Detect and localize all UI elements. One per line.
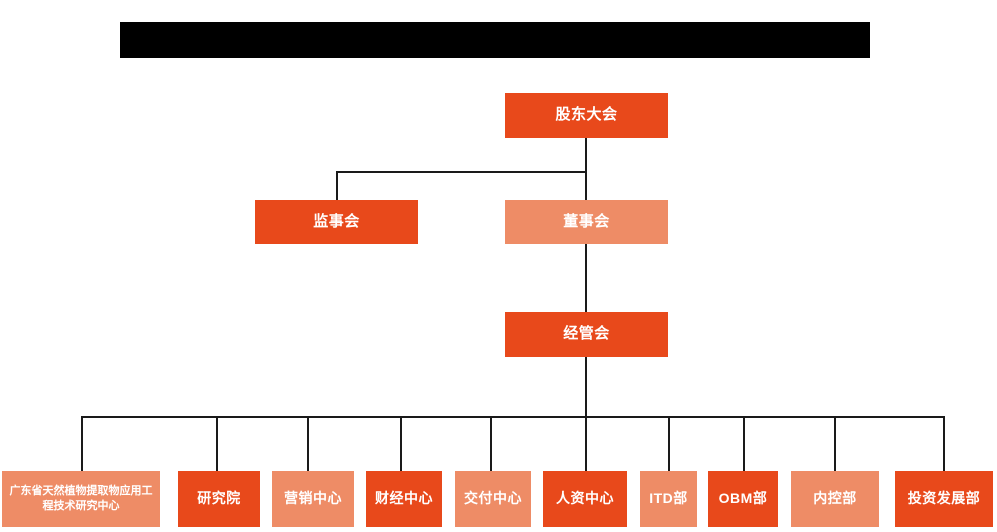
node-research-institute[interactable]: 研究院 — [178, 471, 260, 527]
node-obm-department[interactable]: OBM部 — [708, 471, 778, 527]
node-hr-center[interactable]: 人资中心 — [543, 471, 627, 527]
connector-dept-drop-2 — [216, 416, 218, 471]
node-internal-control-department[interactable]: 内控部 — [791, 471, 879, 527]
redacted-title-bar — [120, 22, 870, 58]
connector-directors-drop — [585, 171, 587, 201]
connector-dept-drop-7 — [668, 416, 670, 471]
connector-dept-drop-9 — [834, 416, 836, 471]
node-investment-development-department[interactable]: 投资发展部 — [895, 471, 993, 527]
connector-departments-bus — [81, 416, 943, 418]
connector-dept-drop-1 — [81, 416, 83, 471]
node-marketing-center[interactable]: 营销中心 — [272, 471, 354, 527]
node-gd-natural-plant-extract-center[interactable]: 广东省天然植物提取物应用工程技术研究中心 — [2, 471, 160, 527]
node-board-of-supervisors[interactable]: 监事会 — [255, 200, 418, 244]
connector-mgmt-stem — [585, 357, 587, 417]
connector-dept-drop-8 — [743, 416, 745, 471]
connector-dept-drop-10 — [943, 416, 945, 471]
node-itd-department[interactable]: ITD部 — [640, 471, 697, 527]
node-finance-center[interactable]: 财经中心 — [366, 471, 442, 527]
connector-dept-drop-6 — [585, 416, 587, 471]
connector-l1-stem — [585, 138, 587, 172]
connector-dept-drop-4 — [400, 416, 402, 471]
connector-dept-drop-3 — [307, 416, 309, 471]
node-shareholders-meeting[interactable]: 股东大会 — [505, 93, 668, 138]
node-management-committee[interactable]: 经管会 — [505, 312, 668, 357]
connector-l1-bus — [336, 171, 586, 173]
node-board-of-directors[interactable]: 董事会 — [505, 200, 668, 244]
connector-directors-to-mgmt — [585, 243, 587, 312]
connector-dept-drop-5 — [490, 416, 492, 471]
connector-supervisors-drop — [336, 171, 338, 201]
node-delivery-center[interactable]: 交付中心 — [455, 471, 531, 527]
